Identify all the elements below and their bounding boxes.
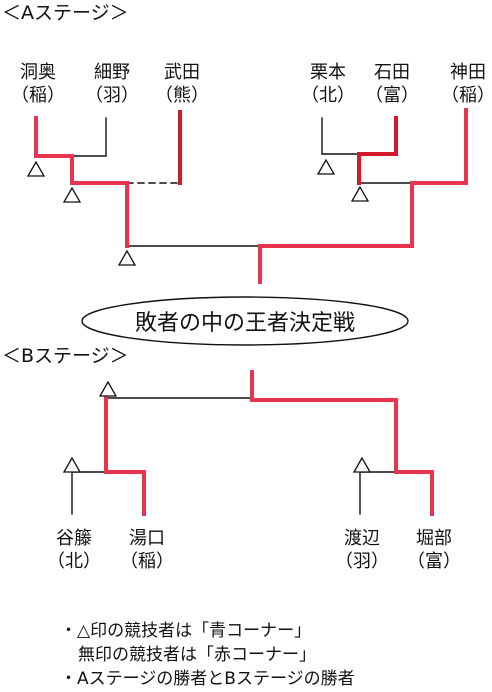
stage-b-title: ＜Bステージ＞ — [2, 345, 129, 367]
competitor-a-6-name: 神田 — [450, 62, 486, 83]
competitor-b-4-name: 堀部 — [416, 528, 452, 549]
competitor-b-3-affiliation: （羽） — [335, 551, 389, 572]
bracket-line-a-hosono — [71, 117, 107, 157]
competitor-b-3-name: 渡辺 — [344, 528, 380, 549]
triangle-marker-icon — [26, 160, 46, 177]
bracket-line-a-kanda — [258, 108, 468, 284]
final-match-ellipse — [81, 296, 409, 346]
competitor-b-2-name: 湯口 — [129, 528, 165, 549]
competitor-a-1-name: 洞奥 — [20, 62, 56, 83]
final-match-label: 敗者の中の王者決定戦 — [134, 311, 355, 336]
bracket-line-a-ishida — [357, 116, 398, 185]
competitor-a-3-name: 武田 — [164, 62, 200, 83]
competitor-a-5-name: 石田 — [374, 62, 410, 83]
competitor-a-4-affiliation: （北） — [301, 85, 355, 106]
note-line-3: ・Aステージの勝者とBステージの勝者 — [60, 669, 355, 689]
bracket-line-b-horibe — [250, 370, 434, 516]
competitor-a-6-affiliation: （稲） — [441, 85, 492, 106]
note-line-2: 無印の競技者は「赤コーナー」 — [78, 645, 316, 665]
competitor-a-3-affiliation: （熊） — [155, 85, 209, 106]
note-line-1: ・△印の競技者は「青コーナー」 — [60, 621, 312, 641]
competitor-a-4-name: 栗本 — [310, 62, 346, 83]
bracket-line-b-yuguchi — [104, 396, 146, 516]
triangle-marker-icon — [117, 249, 137, 266]
competitor-a-2-name: 細野 — [94, 62, 130, 83]
competitor-b-2-affiliation: （稲） — [120, 551, 174, 572]
triangle-marker-icon — [98, 380, 118, 397]
triangle-marker-icon — [350, 185, 370, 202]
triangle-marker-icon — [62, 456, 82, 473]
competitor-a-1-affiliation: （稲） — [11, 85, 65, 106]
bracket-line-a-horaoku — [34, 116, 129, 248]
bracket-line-a-kurimoto — [321, 117, 359, 155]
competitor-b-4-affiliation: （富） — [407, 551, 461, 572]
competitor-a-5-affiliation: （富） — [365, 85, 419, 106]
bracket-line-b-tanifuji — [71, 471, 107, 515]
triangle-marker-icon — [352, 456, 372, 473]
bracket-line-b-watanabe — [359, 471, 397, 515]
competitor-b-1-name: 谷籐 — [56, 528, 92, 549]
competitor-a-2-affiliation: （羽） — [85, 85, 139, 106]
stage-a-title: ＜Aステージ＞ — [2, 2, 129, 24]
triangle-marker-icon — [316, 158, 336, 175]
triangle-marker-icon — [62, 186, 82, 203]
competitor-b-1-affiliation: （北） — [47, 551, 101, 572]
